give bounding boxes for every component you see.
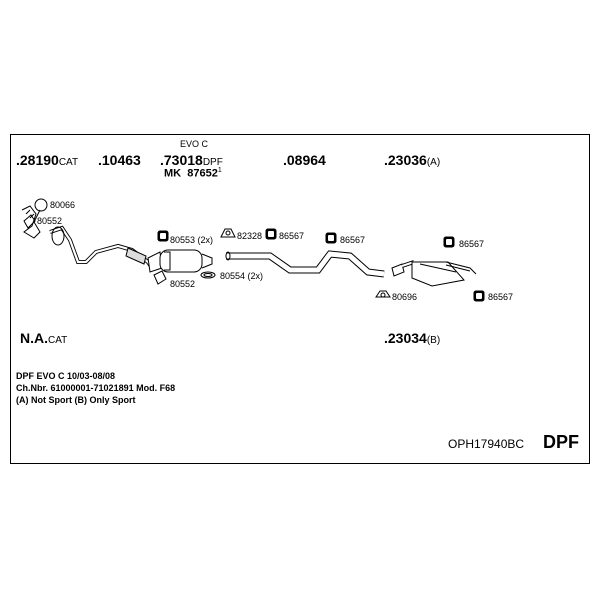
dpf-unit-drawing [147,249,213,273]
note-line-3: (A) Not Sport (B) Only Sport [16,395,136,405]
hanger-86567-d-icon [473,290,485,302]
ring-80066-icon [34,198,48,212]
note-line-1: DPF EVO C 10/03-08/08 [16,371,116,381]
front-pipe-drawing [21,205,154,270]
label-86567-a: 86567 [279,231,305,241]
hanger-86567-b-icon [325,232,337,244]
label-80553: 80553 (2x) [170,235,214,245]
label-80066: 80066 [50,200,76,210]
part-23034: .23034(B) [384,330,441,346]
gasket-80552-b-icon [153,270,167,285]
center-pipe-drawing [225,250,385,278]
clamp-80553-icon [157,230,169,242]
label-80552-b: 80552 [170,279,196,289]
mk-label: MK 876521 [164,167,222,180]
part-28190: .28190CAT [16,152,79,168]
label-86567-c: 86567 [459,239,485,249]
label-80554: 80554 (2x) [220,271,264,281]
gasket-80552-icon [23,214,36,229]
clamp-80554-icon [200,271,216,279]
rear-silencer-drawing [391,260,477,287]
label-86567-d: 86567 [488,292,514,302]
part-23036: .23036(A) [384,152,441,168]
label-86567-b: 86567 [340,235,366,245]
note-line-2: Ch.Nbr. 61000001-71021891 Mod. F68 [16,383,176,393]
part-10463: .10463 [98,152,141,168]
clamp-80696-icon [375,290,391,298]
label-80552-a: 80552 [37,216,63,226]
product-code: OPH17940BC [448,437,525,451]
part-08964: .08964 [283,152,326,168]
product-type: DPF [543,432,579,452]
label-80696: 80696 [392,292,418,302]
label-82328: 82328 [237,231,263,241]
hanger-86567-a-icon [265,228,277,240]
hanger-86567-c-icon [443,236,455,248]
part-73018: .73018DPF [160,152,223,168]
part-na: N.A.CAT [20,330,68,346]
bracket-82328-icon [220,228,236,238]
diagram-frame [10,134,590,464]
evo-c-label: EVO C [180,139,209,149]
